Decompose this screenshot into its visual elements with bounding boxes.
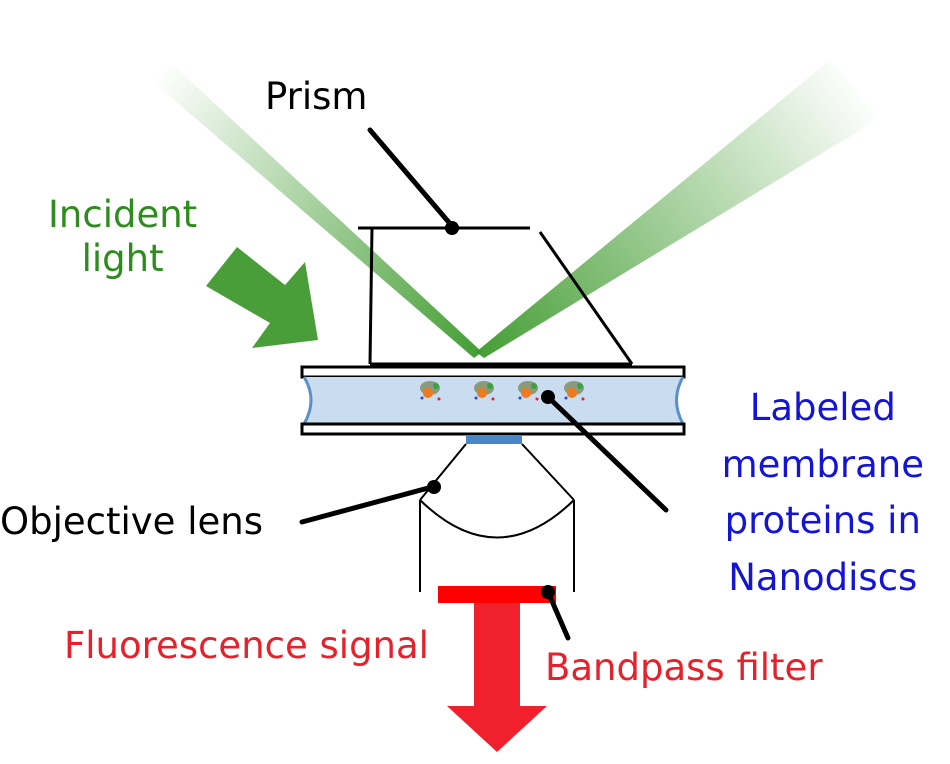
proteins-line-3: proteins in xyxy=(724,499,921,543)
protein xyxy=(474,381,495,401)
proteins-line-2: membrane xyxy=(721,442,924,486)
incident-light-line-1: Incident xyxy=(48,193,198,236)
protein xyxy=(420,381,441,401)
filter-leader xyxy=(545,589,571,641)
objective-front-element xyxy=(466,436,522,444)
objective-leader xyxy=(299,484,435,525)
fluorescence-signal-label: Fluorescence signal xyxy=(64,624,429,667)
proteins-leader xyxy=(545,394,669,513)
bandpass-filter xyxy=(438,586,556,603)
objective-lens xyxy=(419,436,575,592)
objective-lens-label: Objective lens xyxy=(0,500,263,543)
protein-marks xyxy=(420,381,585,401)
incident-arrow xyxy=(206,247,318,348)
top-slide xyxy=(300,365,686,379)
leader-lines xyxy=(299,127,669,641)
labeled-proteins-label: Labeled membrane proteins in Nanodiscs xyxy=(722,380,924,606)
left-meniscus xyxy=(302,376,313,425)
incident-beam xyxy=(130,62,482,358)
prism-leader xyxy=(367,127,455,229)
protein xyxy=(518,381,539,401)
right-meniscus xyxy=(675,376,685,425)
incident-light-label: Incident light xyxy=(48,193,197,280)
sample-solution xyxy=(304,377,683,424)
proteins-line-1: Labeled xyxy=(749,386,896,429)
prism xyxy=(358,226,634,366)
prism-label: Prism xyxy=(265,75,368,118)
leader-dots xyxy=(427,221,555,599)
incident-light-line-2: light xyxy=(81,236,164,280)
fluorescence-arrow xyxy=(447,603,547,752)
bandpass-filter-label: Bandpass filter xyxy=(545,646,823,689)
proteins-line-4: Nanodiscs xyxy=(728,555,918,599)
protein xyxy=(564,381,585,401)
sample-chamber xyxy=(300,365,686,436)
bottom-coverslip xyxy=(300,422,686,436)
reflected-beam xyxy=(476,60,885,358)
